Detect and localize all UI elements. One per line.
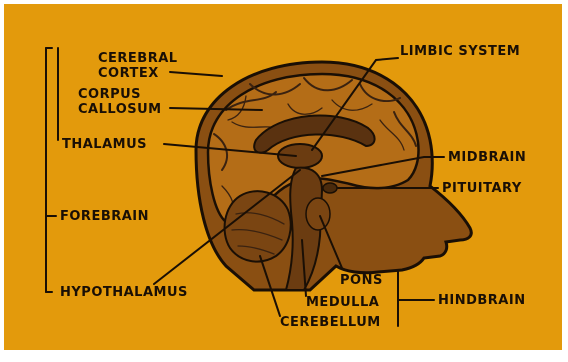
label-midbrain: MIDBRAIN	[448, 150, 526, 165]
label-medulla: MEDULLA	[306, 295, 379, 310]
pituitary-shape	[323, 183, 337, 193]
label-thalamus: THALAMUS	[62, 137, 147, 152]
pons-shape	[306, 198, 330, 230]
label-callosum: CALLOSUM	[78, 102, 162, 117]
label-cerebellum: CEREBELLUM	[280, 315, 381, 330]
label-cortex: CORTEX	[98, 66, 159, 81]
label-pons: PONS	[340, 273, 383, 288]
thalamus-shape	[278, 144, 322, 168]
label-cerebral: CEREBRAL	[98, 51, 178, 66]
label-limbic-system: LIMBIC SYSTEM	[400, 44, 520, 59]
label-pituitary: PITUITARY	[442, 181, 522, 196]
cerebellum-shape	[225, 191, 291, 261]
label-hindbrain: HINDBRAIN	[438, 293, 526, 308]
label-forebrain: FOREBRAIN	[60, 209, 149, 224]
label-hypothalamus: HYPOTHALAMUS	[60, 285, 188, 300]
label-corpus: CORPUS	[78, 87, 141, 102]
